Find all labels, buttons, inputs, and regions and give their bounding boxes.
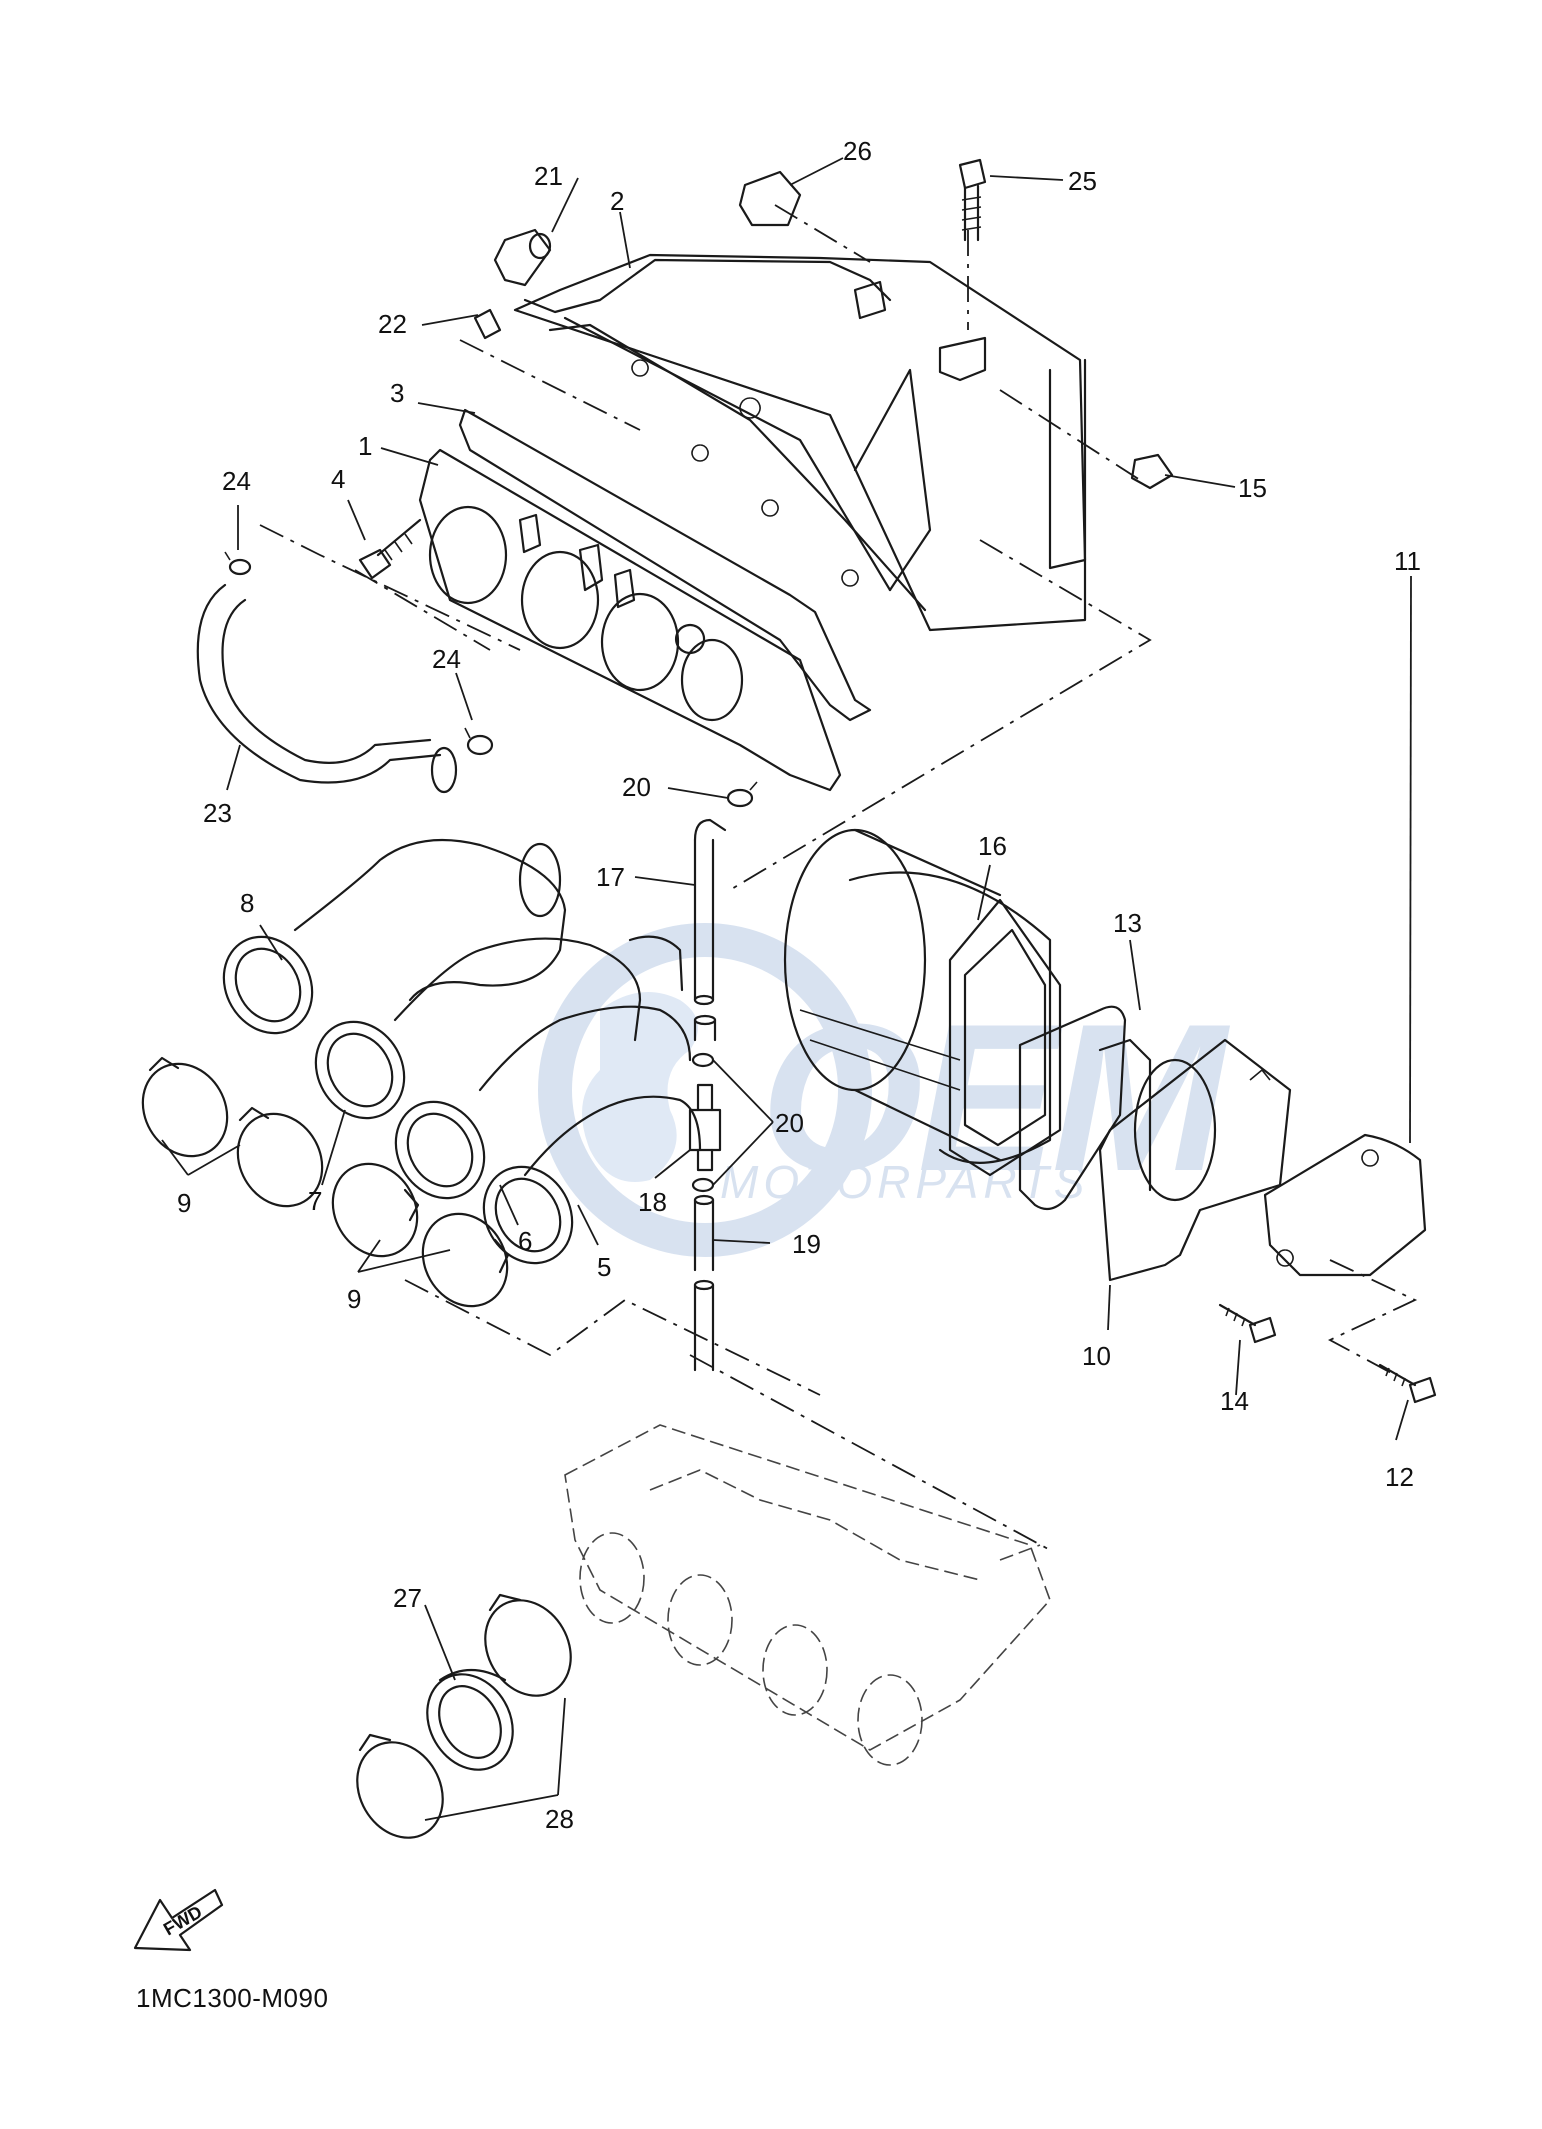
air-filter-case-10 [1098, 1038, 1292, 1282]
callout-12: 12 [1385, 1462, 1414, 1492]
callout-18: 18 [638, 1187, 667, 1217]
screw-14 [1218, 1303, 1277, 1344]
carburetor-assembly [564, 1424, 1051, 1766]
watermark-subtitle: MOTORPARTS [720, 1156, 1089, 1208]
nut-15 [1130, 453, 1174, 490]
hose-clamps-9 [141, 1056, 510, 1308]
callout-26: 26 [843, 136, 872, 166]
joint-18 [688, 1014, 722, 1172]
fwd-arrow-icon: FWD [133, 1888, 224, 1952]
callout-6: 6 [518, 1226, 532, 1256]
callout-4: 4 [331, 464, 345, 494]
clip-26 [738, 170, 802, 227]
callout-23: 23 [203, 798, 232, 828]
clamp-24-lower [464, 727, 494, 756]
air-box-bottom-plate [418, 448, 842, 792]
callout-20b: 20 [775, 1108, 804, 1138]
pipe-19 [693, 1194, 715, 1372]
callout-10: 10 [1082, 1341, 1111, 1371]
watermark: OEM MOTORPARTS [538, 923, 1236, 1257]
callout-19: 19 [792, 1229, 821, 1259]
callout-25: 25 [1068, 166, 1097, 196]
callout-22: 22 [378, 309, 407, 339]
callout-7: 7 [308, 1186, 322, 1216]
callout-numbers: 21 22 2 26 25 15 3 1 4 24 24 23 20 17 16… [177, 136, 1421, 1834]
clamp-24-upper [224, 551, 252, 576]
callout-15: 15 [1238, 473, 1267, 503]
callout-3: 3 [390, 378, 404, 408]
callout-16: 16 [978, 831, 1007, 861]
intake-ducts [222, 838, 702, 1265]
callout-17: 17 [596, 862, 625, 892]
joint-21 [493, 228, 552, 287]
hose-23 [196, 583, 458, 794]
callout-27: 27 [393, 1583, 422, 1613]
watermark-brand: OEM [760, 980, 1230, 1215]
callout-14: 14 [1220, 1386, 1249, 1416]
gasket-13 [1018, 1005, 1127, 1211]
watermark-continents [582, 992, 698, 1182]
pipe-17 [693, 818, 727, 1006]
screw-12 [1378, 1363, 1437, 1404]
callout-20a: 20 [622, 772, 651, 802]
leader-lines [161, 157, 1412, 1821]
diagram-code: 1MC1300-M090 [136, 1983, 329, 2013]
callout-8: 8 [240, 888, 254, 918]
air-box-housing [513, 253, 1087, 632]
carburetor-clamps-28 [356, 1593, 572, 1839]
assembly-lines [259, 204, 1418, 1551]
callout-24b: 24 [432, 644, 461, 674]
callout-24a: 24 [222, 466, 251, 496]
gasket [458, 408, 872, 722]
clip-22 [473, 308, 502, 340]
callout-21: 21 [534, 161, 563, 191]
callout-28: 28 [545, 1804, 574, 1834]
callout-5: 5 [597, 1252, 611, 1282]
callout-9a: 9 [177, 1188, 191, 1218]
clamp-20-upper [726, 781, 758, 808]
carburetor-joint-27 [426, 1669, 514, 1771]
callout-9b: 9 [347, 1284, 361, 1314]
cover-11 [1263, 1133, 1427, 1277]
callout-1: 1 [358, 431, 372, 461]
screw-4 [358, 518, 422, 580]
callout-2: 2 [610, 186, 624, 216]
callout-13: 13 [1113, 908, 1142, 938]
air-filter-element-16 [783, 828, 1062, 1177]
bolt-25 [958, 158, 987, 242]
callout-11: 11 [1394, 546, 1421, 576]
